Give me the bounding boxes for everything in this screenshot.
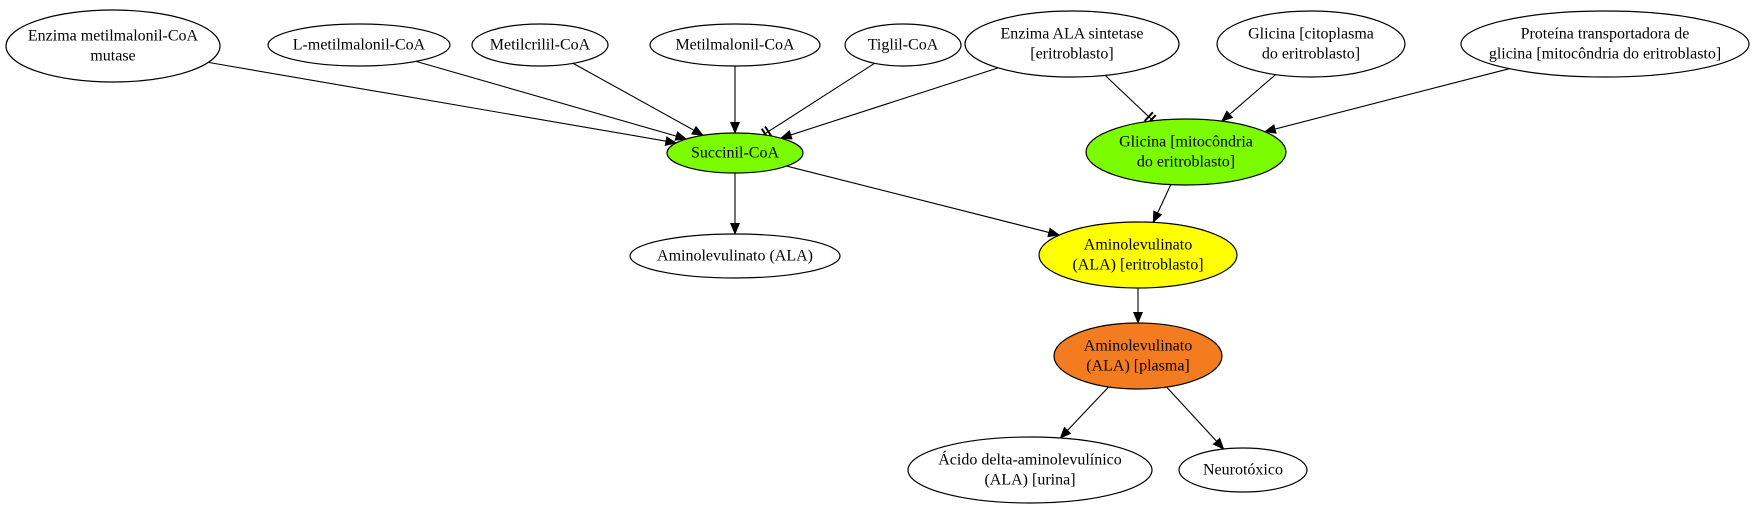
node-label-aminolevulinato_plasma: Aminolevulinato	[1084, 338, 1192, 355]
edge-aminolevulinato_plasma-to-neurotoxico	[1166, 386, 1225, 450]
node-label-proteina_transportadora: Proteína transportadora de	[1521, 26, 1690, 43]
node-shape-aminolevulinato_ala	[629, 233, 841, 279]
node-shape-succinil_coa	[666, 132, 804, 174]
node-acido_delta_aminolevulinico: Ácido delta-aminolevulínico (ALA) [urina]	[907, 436, 1153, 504]
node-label-glicina_citoplasma: Glicina [citoplasma	[1248, 26, 1374, 43]
edge-enzima_metilmalonil_coa_mutase-to-succinil_coa	[208, 61, 678, 146]
node-label-proteina_transportadora: glicina [mitocôndria do eritroblasto]	[1489, 46, 1721, 63]
node-shape-l_metilmalonil_coa	[267, 23, 451, 67]
node-label-aminolevulinato_ala: Aminolevulinato (ALA)	[657, 248, 813, 265]
node-shape-aminolevulinato_eritroblasto	[1038, 221, 1238, 289]
node-shape-aminolevulinato_plasma	[1053, 322, 1223, 390]
node-neurotoxico: Neurotóxico	[1178, 447, 1308, 493]
edge-glicina_mitocondria-to-aminolevulinato_eritroblasto	[1152, 184, 1172, 224]
node-shape-metilmalonil_coa	[649, 23, 821, 67]
node-aminolevulinato_ala: Aminolevulinato (ALA)	[629, 233, 841, 279]
edge-proteina_transportadora-to-glicina_mitocondria	[1263, 68, 1510, 134]
edge-glicina_citoplasma-to-glicina_mitocondria	[1220, 74, 1276, 122]
node-glicina_citoplasma: Glicina [citoplasma do eritroblasto]	[1216, 10, 1406, 78]
node-shape-tiglil_coa	[844, 23, 962, 67]
node-metilmalonil_coa: Metilmalonil-CoA	[649, 23, 821, 67]
node-label-aminolevulinato_eritroblasto: (ALA) [eritroblasto]	[1072, 257, 1203, 274]
edge-l_metilmalonil_coa-to-succinil_coa	[415, 60, 688, 141]
node-label-succinil_coa: Succinil-CoA	[691, 145, 779, 162]
node-aminolevulinato_eritroblasto: Aminolevulinato (ALA) [eritroblasto]	[1038, 221, 1238, 289]
inhibit-mark-enzima_ala_sintetase-to-glicina_mitocondria-1	[1143, 111, 1154, 122]
node-label-tiglil_coa: Tiglil-CoA	[868, 37, 939, 54]
node-label-glicina_mitocondria: do eritroblasto]	[1137, 154, 1235, 171]
node-proteina_transportadora: Proteína transportadora de glicina [mitoc…	[1460, 10, 1750, 78]
node-shape-acido_delta_aminolevulinico	[907, 436, 1153, 504]
node-shape-metilcrilil_coa	[471, 23, 609, 67]
node-l_metilmalonil_coa: L-metilmalonil-CoA	[267, 23, 451, 67]
edge-succinil_coa-to-aminolevulinato_eritroblasto	[786, 165, 1061, 238]
edge-enzima_ala_sintetase-to-glicina_mitocondria	[1104, 74, 1154, 122]
node-shape-enzima_metilmalonil_coa_mutase	[5, 9, 221, 83]
node-label-enzima_ala_sintetase: Enzima ALA sintetase	[1000, 26, 1143, 43]
node-label-metilcrilil_coa: Metilcrilil-CoA	[490, 37, 591, 54]
node-label-l_metilmalonil_coa: L-metilmalonil-CoA	[293, 37, 426, 54]
edges-layer	[208, 60, 1510, 450]
edge-metilcrilil_coa-to-succinil_coa	[572, 62, 704, 136]
node-label-metilmalonil_coa: Metilmalonil-CoA	[675, 37, 795, 54]
node-label-glicina_mitocondria: Glicina [mitocôndria	[1119, 134, 1253, 151]
node-glicina_mitocondria: Glicina [mitocôndria do eritroblasto]	[1085, 118, 1287, 186]
node-label-acido_delta_aminolevulinico: Ácido delta-aminolevulínico	[938, 450, 1122, 469]
edge-enzima_ala_sintetase-to-succinil_coa	[779, 67, 999, 140]
node-succinil_coa: Succinil-CoA	[666, 132, 804, 174]
node-label-aminolevulinato_plasma: (ALA) [plasma]	[1086, 358, 1190, 375]
node-shape-proteina_transportadora	[1460, 10, 1750, 78]
node-enzima_metilmalonil_coa_mutase: Enzima metilmalonil-CoA mutase	[5, 9, 221, 83]
node-shape-glicina_citoplasma	[1216, 10, 1406, 78]
node-tiglil_coa: Tiglil-CoA	[844, 23, 962, 67]
node-label-aminolevulinato_eritroblasto: Aminolevulinato	[1084, 237, 1192, 254]
node-label-acido_delta_aminolevulinico: (ALA) [urina]	[984, 472, 1075, 489]
edge-tiglil_coa-to-succinil_coa	[762, 62, 875, 136]
node-shape-neurotoxico	[1178, 447, 1308, 493]
node-shape-enzima_ala_sintetase	[964, 10, 1180, 78]
node-label-enzima_metilmalonil_coa_mutase: mutase	[90, 48, 135, 65]
node-aminolevulinato_plasma: Aminolevulinato (ALA) [plasma]	[1053, 322, 1223, 390]
edge-aminolevulinato_plasma-to-acido_delta_aminolevulinico	[1059, 386, 1110, 439]
node-shape-glicina_mitocondria	[1085, 118, 1287, 186]
node-enzima_ala_sintetase: Enzima ALA sintetase [eritroblasto]	[964, 10, 1180, 78]
node-label-enzima_ala_sintetase: [eritroblasto]	[1030, 46, 1114, 63]
node-label-enzima_metilmalonil_coa_mutase: Enzima metilmalonil-CoA	[28, 28, 199, 45]
node-label-glicina_citoplasma: do eritroblasto]	[1262, 46, 1360, 63]
node-metilcrilil_coa: Metilcrilil-CoA	[471, 23, 609, 67]
nodes-layer: Enzima metilmalonil-CoA mutase L-metilmalo…	[5, 9, 1750, 504]
inhibit-mark-tiglil_coa-to-succinil_coa-1	[764, 125, 773, 138]
node-label-neurotoxico: Neurotóxico	[1203, 462, 1283, 479]
